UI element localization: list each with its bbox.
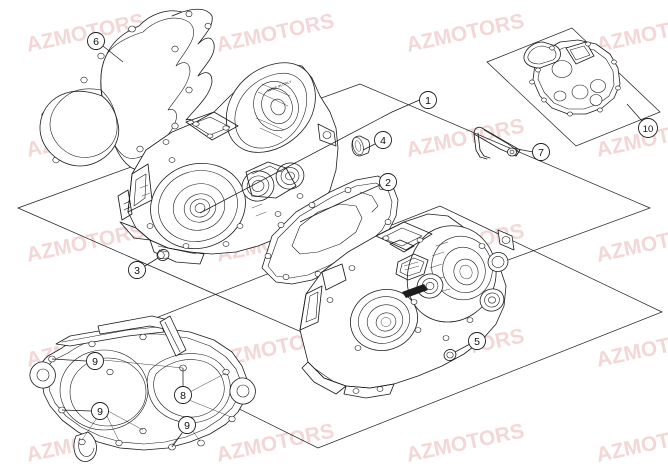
callout-number: 9 (184, 420, 190, 432)
part-oil-seal-5 (443, 349, 457, 361)
dowel-leader-spokes (81, 359, 232, 446)
callout-circle[interactable] (91, 402, 109, 420)
leader-line-3 (144, 257, 159, 267)
part-crankcase-left-assembly (299, 213, 515, 399)
part-bushing-4 (351, 135, 370, 157)
callout-circle[interactable] (128, 261, 146, 279)
leader-line-9c (171, 432, 183, 448)
leader-line-4 (362, 143, 376, 151)
callout-circle[interactable] (638, 118, 658, 138)
callout-circle[interactable] (174, 386, 192, 404)
callout-number: 9 (92, 356, 98, 368)
callout-number: 5 (474, 336, 480, 348)
callout-circle[interactable] (86, 352, 104, 370)
leader-line-9a (51, 358, 87, 362)
callout-4[interactable]: 4 (374, 131, 392, 149)
leader-line-7 (511, 147, 534, 153)
callout-3[interactable]: 3 (128, 261, 146, 279)
callout-number: 4 (380, 135, 386, 147)
callout-8[interactable]: 8 (174, 386, 192, 404)
callout-number: 9 (97, 406, 103, 418)
leader-line-1 (199, 99, 420, 214)
dark-shadow-detail (402, 284, 428, 298)
callout-number: 3 (134, 265, 140, 277)
leader-line-10 (626, 103, 643, 122)
leader-line-6 (102, 45, 124, 63)
leader-line-2 (299, 184, 381, 223)
callout-circle[interactable] (87, 32, 105, 50)
callout-circle[interactable] (379, 173, 397, 191)
callout-number: 2 (385, 177, 391, 189)
callout-circle[interactable] (532, 143, 550, 161)
callout-number: 6 (93, 36, 99, 48)
callout-number: 1 (425, 95, 431, 107)
callout-circle[interactable] (419, 91, 437, 109)
callout-9a[interactable]: 9 (86, 352, 104, 370)
callout-6[interactable]: 6 (87, 32, 105, 50)
callout-leader-lines (51, 45, 643, 448)
callout-9b[interactable]: 9 (91, 402, 109, 420)
callout-5[interactable]: 5 (468, 332, 486, 350)
callout-number: 8 (180, 390, 186, 402)
callout-number: 7 (538, 147, 544, 159)
callout-2[interactable]: 2 (379, 173, 397, 191)
gasket-set-frame (486, 27, 661, 147)
part-gasket-set-10 (523, 39, 621, 117)
callout-9c[interactable]: 9 (178, 416, 196, 434)
callout-circle[interactable] (468, 332, 486, 350)
callout-1[interactable]: 1 (419, 91, 437, 109)
part-spring-wire-7 (473, 126, 521, 160)
leader-line-9b (61, 409, 92, 412)
leader-line-5 (454, 343, 471, 353)
callout-circle[interactable] (374, 131, 392, 149)
callout-circle[interactable] (178, 416, 196, 434)
callout-7[interactable]: 7 (532, 143, 550, 161)
part-dowel-pin-3 (156, 249, 170, 261)
callout-number: 10 (643, 124, 654, 135)
callout-10[interactable]: 10 (638, 118, 658, 138)
